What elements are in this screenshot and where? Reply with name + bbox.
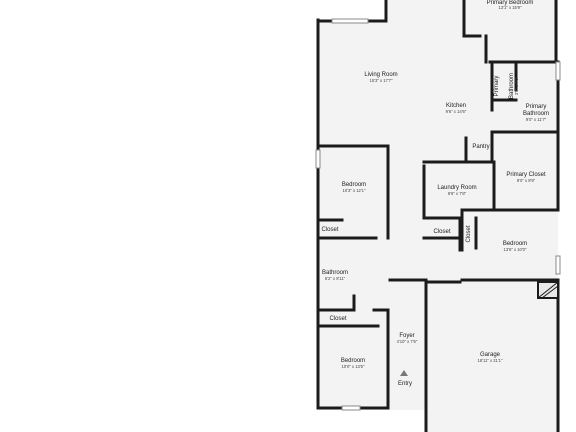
- floor-fill: [318, 0, 558, 432]
- entry-arrow-icon: [400, 370, 408, 376]
- room-name: Bathroom: [322, 270, 348, 276]
- room-labels: Primary Bedroom 13'1" x 15'9" Living Roo…: [321, 0, 549, 387]
- room-name: Bedroom: [342, 182, 366, 188]
- room-name: Bathroom: [509, 73, 515, 99]
- room-name: Closet: [466, 225, 472, 242]
- room-dims: 13'6" x 10'0": [504, 247, 527, 252]
- room-name: Closet: [321, 227, 338, 233]
- room-dims: 10'0" x 13'5": [342, 364, 365, 369]
- room-dims: 9'6" x 14'6": [446, 109, 467, 114]
- room-dims: 5'2" x 8'11": [325, 276, 346, 281]
- room-name: Bathroom: [523, 111, 549, 117]
- room-dims: 15'3" x 17'7": [370, 78, 393, 83]
- room-dims: 9'0" x 8'9": [517, 178, 536, 183]
- room-name: Closet: [433, 229, 450, 235]
- room-name: Foyer: [399, 333, 414, 339]
- room-dims: 9'0" x 11'7": [526, 117, 547, 122]
- room-dims: 9'6" x 7'8": [448, 191, 467, 196]
- room-name: Laundry Room: [437, 185, 476, 191]
- room-dims: 4'10" x 7'6": [397, 339, 418, 344]
- room-dims: 13'1" x 15'9": [499, 5, 522, 10]
- room-name: Primary: [526, 104, 547, 110]
- room-name: Primary Closet: [506, 172, 546, 178]
- room-name: Living Room: [364, 72, 397, 78]
- room-dims: 18'11" x 21'1": [478, 358, 503, 363]
- room-dims: 10'3" x 12'1": [343, 188, 366, 193]
- room-name: Kitchen: [446, 103, 466, 109]
- room-name: Primary Bedroom: [487, 0, 534, 6]
- room-name: Garage: [480, 352, 501, 358]
- room-dims: 3'7" x 4'6": [514, 76, 519, 95]
- walls: [316, 0, 560, 432]
- room-name: Bedroom: [341, 358, 365, 364]
- room-name: Entry: [398, 381, 412, 387]
- room-name: Pantry: [472, 144, 489, 150]
- utility-box: [537, 281, 559, 299]
- room-name: Primary: [494, 76, 500, 97]
- room-name: Bedroom: [503, 241, 527, 247]
- room-name: Closet: [329, 316, 346, 322]
- windows: [315, 18, 561, 411]
